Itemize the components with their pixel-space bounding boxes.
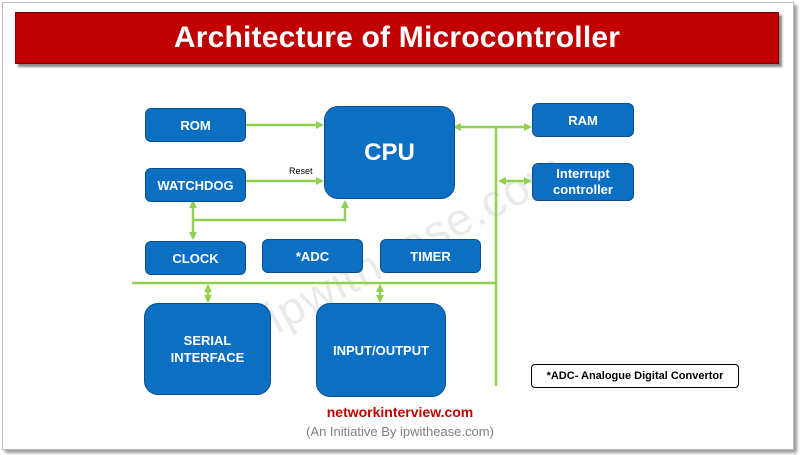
page-title: Architecture of Microcontroller [173,21,621,54]
serial-interface-label: SERIAL INTERFACE [170,333,245,365]
ram-label: RAM [568,112,598,128]
watchdog-label: WATCHDOG [157,177,234,193]
timer-block: TIMER [380,239,481,273]
input-output-block: INPUT/OUTPUT [316,303,446,397]
rom-block: ROM [145,108,246,142]
rom-label: ROM [180,117,211,133]
input-output-label: INPUT/OUTPUT [332,342,430,358]
footer-site: networkinterview.com [326,404,474,420]
serial-interface-block: SERIAL INTERFACE [144,303,271,395]
watchdog-block: WATCHDOG [145,168,246,202]
footer-tagline: (An Initiative By ipwithease.com) [306,424,494,439]
adc-block: *ADC [262,239,363,273]
title-banner: Architecture of Microcontroller [15,12,779,64]
cpu-label: CPU [364,138,415,166]
interrupt-controller-label: Interrupt controller [553,166,613,197]
interrupt-controller-block: Interrupt controller [532,163,634,201]
watchdog-cpu-wire [193,200,349,222]
reset-label: Reset [289,166,313,176]
timer-label: TIMER [410,248,451,264]
adc-legend: *ADC- Analogue Digital Convertor [531,364,739,388]
clock-label: CLOCK [172,250,219,266]
clock-block: CLOCK [145,241,246,275]
ram-block: RAM [532,103,634,137]
adc-label: *ADC [295,248,330,264]
cpu-block: CPU [324,106,455,199]
